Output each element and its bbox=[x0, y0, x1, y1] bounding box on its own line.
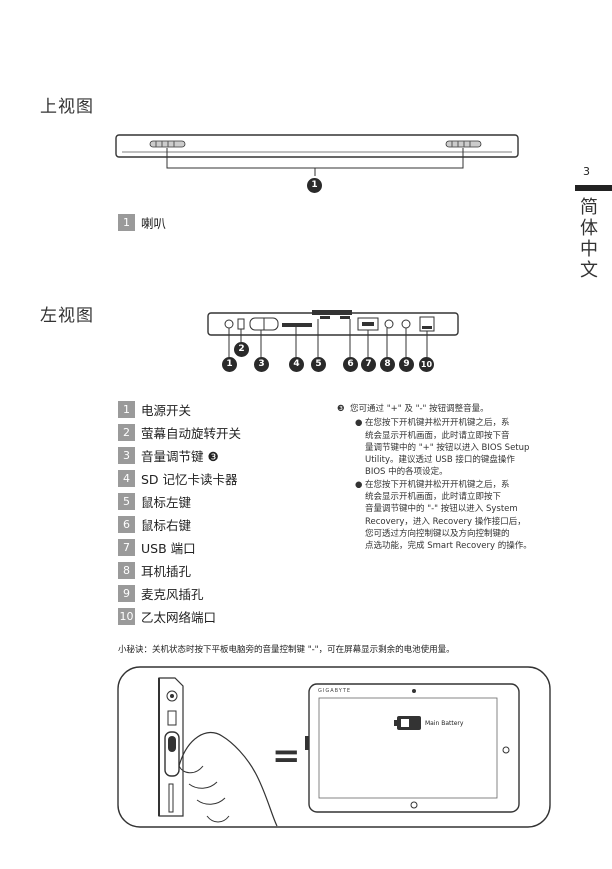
legend-number: 8 bbox=[118, 562, 135, 579]
legend-number: 1 bbox=[118, 214, 135, 231]
legend-number: 1 bbox=[118, 401, 135, 418]
note-line: Recovery，进入 Recovery 操作接口后， bbox=[365, 516, 526, 527]
side-char: 简 bbox=[580, 197, 598, 218]
top-view-heading: 上视图 bbox=[40, 97, 94, 117]
speaker-right bbox=[445, 140, 482, 148]
note-line: 音量调节键中的 "-" 按钮以进入 System bbox=[365, 504, 518, 515]
callout-top-1: 1 bbox=[307, 178, 322, 193]
legend-number: 6 bbox=[118, 516, 135, 533]
note-line: 统会显示开机画面，此时请立即按下 bbox=[365, 492, 502, 503]
left-view-heading: 左视图 bbox=[40, 306, 94, 326]
top-view-diagram bbox=[115, 134, 519, 176]
callout-left-3: 3 bbox=[254, 357, 269, 372]
note-line: 在您按下开机键并松开开机键之后，系 bbox=[365, 418, 510, 429]
legend-number: 3 bbox=[118, 447, 135, 464]
note-line: 您可透过方向控制键以及方向控制键的 bbox=[365, 528, 510, 539]
callout-left-9: 9 bbox=[399, 357, 414, 372]
brand-logo: GIGABYTE bbox=[318, 688, 352, 694]
page-number: 3 bbox=[583, 165, 590, 178]
note-marker: ❸ bbox=[337, 404, 345, 414]
callout-left-4: 4 bbox=[289, 357, 304, 372]
note-bullet: ● 在您按下开机键并松开开机键之后，系 统会显示开机画面，此时请立即按下 音量调… bbox=[353, 479, 562, 553]
tip-text: 小秘诀：关机状态时按下平板电脑旁的音量控制键 "-"，可在屏幕显示剩余的电池使用… bbox=[118, 645, 455, 655]
legend-number: 2 bbox=[118, 424, 135, 441]
legend-label: 喇叭 bbox=[141, 216, 167, 231]
callout-left-10: 10 bbox=[419, 357, 434, 372]
bullet-dot: ● bbox=[355, 479, 363, 490]
note-bullet: ● 在您按下开机键并松开开机键之后，系 统会显示开机画面，此时请立即按下音 量调… bbox=[353, 417, 562, 478]
legend-item: 6 鼠标右键 bbox=[118, 513, 241, 536]
note-line: 在您按下开机键并松开开机键之后，系 bbox=[365, 479, 510, 490]
callout-left-1: 1 bbox=[222, 357, 237, 372]
callout-left-6: 6 bbox=[343, 357, 358, 372]
equals-sign: = bbox=[272, 736, 301, 776]
volume-note-title: ❸ 您可通过 "+" 及 "-" 按钮调整音量。 bbox=[337, 403, 562, 415]
volume-note: ❸ 您可通过 "+" 及 "-" 按钮调整音量。 ● 在您按下开机键并松开开机键… bbox=[337, 403, 562, 553]
note-line: BIOS 中的各项设定。 bbox=[365, 467, 448, 478]
speaker-left bbox=[149, 140, 186, 148]
callout-left-5: 5 bbox=[311, 357, 326, 372]
left-view-diagram bbox=[207, 310, 459, 357]
legend-label: SD 记忆卡读卡器 bbox=[141, 472, 238, 487]
legend-item: 5 鼠标左键 bbox=[118, 490, 241, 513]
legend-label: 耳机插孔 bbox=[141, 564, 192, 579]
legend-item: 1 电源开关 bbox=[118, 398, 241, 421]
side-char: 中 bbox=[580, 239, 598, 260]
legend-item: 8 耳机插孔 bbox=[118, 559, 241, 582]
legend-label: 鼠标左键 bbox=[141, 495, 192, 510]
legend-number: 9 bbox=[118, 585, 135, 602]
note-line: 量调节键中的 "+" 按钮以进入 BIOS Setup bbox=[365, 442, 530, 453]
note-title-text: 您可通过 "+" 及 "-" 按钮调整音量。 bbox=[350, 404, 489, 414]
legend-label: 麦克风插孔 bbox=[141, 587, 204, 602]
left-view-legend: 1 电源开关 2 萤幕自动旋转开关 3 音量调节键 ❸ 4 SD 记忆卡读卡器 5 鼠标左… bbox=[118, 398, 241, 628]
callout-left-8: 8 bbox=[380, 357, 395, 372]
callout-left-2: 2 bbox=[234, 342, 249, 357]
legend-label: USB 端口 bbox=[141, 541, 196, 556]
legend-item: 7 USB 端口 bbox=[118, 536, 241, 559]
legend-label: 音量调节键 ❸ bbox=[141, 449, 219, 464]
legend-item: 4 SD 记忆卡读卡器 bbox=[118, 467, 241, 490]
legend-item: 3 音量调节键 ❸ bbox=[118, 444, 241, 467]
legend-label: 乙太网络端口 bbox=[141, 610, 217, 625]
legend-label: 萤幕自动旋转开关 bbox=[141, 426, 242, 441]
note-line: 统会显示开机画面，此时请立即按下音 bbox=[365, 430, 510, 441]
battery-check-illustration bbox=[117, 666, 551, 828]
bullet-dot: ● bbox=[355, 418, 363, 429]
legend-item: 10 乙太网络端口 bbox=[118, 605, 241, 628]
legend-label: 电源开关 bbox=[141, 403, 192, 418]
top-view-legend: 1 喇叭 bbox=[118, 211, 166, 234]
side-language-label: 简 体 中 文 bbox=[578, 197, 600, 281]
legend-item: 1 喇叭 bbox=[118, 211, 166, 234]
legend-item: 9 麦克风插孔 bbox=[118, 582, 241, 605]
legend-number: 7 bbox=[118, 539, 135, 556]
legend-label: 鼠标右键 bbox=[141, 518, 192, 533]
battery-label: Main Battery bbox=[425, 720, 464, 727]
legend-number: 10 bbox=[118, 608, 135, 625]
note-line: 点选功能，完成 Smart Recovery 的操作。 bbox=[365, 541, 532, 552]
legend-number: 4 bbox=[118, 470, 135, 487]
side-tab-bar bbox=[575, 185, 612, 191]
side-char: 文 bbox=[580, 260, 598, 281]
side-char: 体 bbox=[580, 218, 598, 239]
legend-number: 5 bbox=[118, 493, 135, 510]
callout-left-7: 7 bbox=[361, 357, 376, 372]
note-line: Utility。建议透过 USB 接口的键盘操作 bbox=[365, 455, 515, 466]
legend-item: 2 萤幕自动旋转开关 bbox=[118, 421, 241, 444]
